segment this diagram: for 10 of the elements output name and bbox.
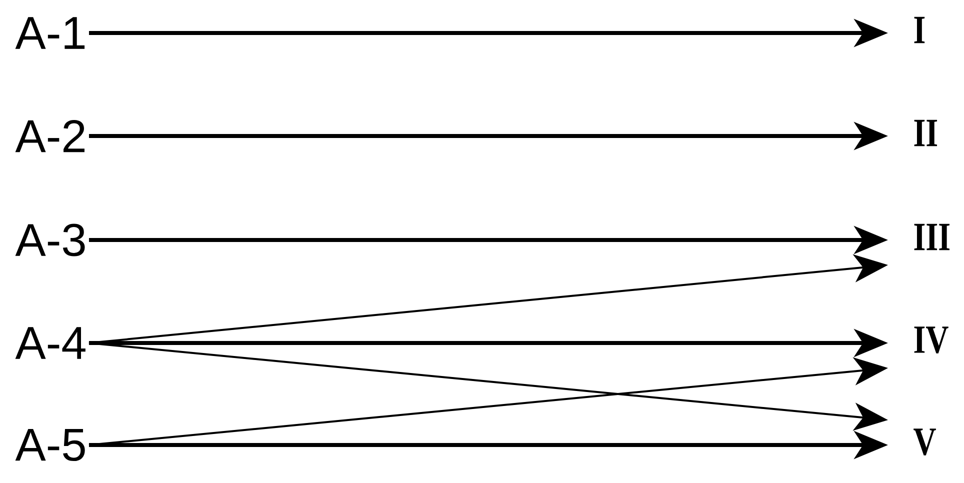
numeral-label: I bbox=[914, 16, 925, 44]
item-label: A-1 bbox=[15, 17, 85, 49]
numeral-label: III bbox=[914, 224, 950, 250]
numeral-label: V bbox=[914, 428, 936, 456]
numeral-label: II bbox=[914, 120, 938, 146]
numeral-label: IV bbox=[914, 326, 948, 354]
item-label: A-3 bbox=[15, 224, 85, 256]
item-label: A-2 bbox=[15, 120, 84, 152]
item-label: A-4 bbox=[15, 327, 86, 359]
item-label: A-5 bbox=[15, 428, 85, 462]
